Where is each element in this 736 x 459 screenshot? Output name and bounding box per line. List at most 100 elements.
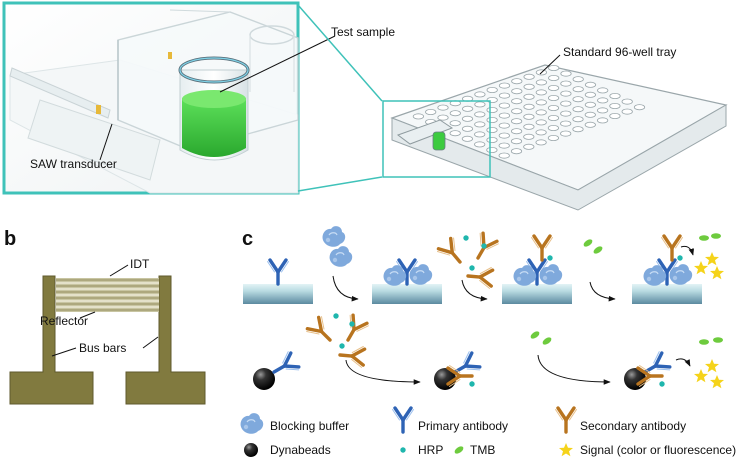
tray-well	[511, 88, 523, 95]
tray-well	[461, 135, 473, 142]
tray-well	[474, 111, 486, 118]
tray-well	[609, 113, 621, 120]
tray-well	[547, 125, 560, 132]
tray-well	[572, 126, 584, 133]
tray-well	[535, 99, 547, 106]
tray-well	[560, 90, 572, 97]
tray-well	[510, 148, 523, 155]
tray-well	[523, 123, 535, 130]
legend-blocking-buffer-label: Blocking buffer	[270, 419, 349, 433]
blocking-buffer-bound-2	[408, 263, 433, 286]
panel-b-letter: b	[4, 228, 16, 250]
tray-well	[474, 91, 486, 98]
tray-well	[535, 109, 547, 116]
zoom-inset	[2, 1, 336, 195]
substrate-4	[632, 284, 702, 304]
tray-well	[548, 75, 560, 82]
tray-well	[560, 100, 572, 107]
tray-well	[596, 107, 609, 114]
tray-well	[498, 112, 510, 119]
tray-well	[486, 136, 498, 143]
tray-well	[560, 130, 572, 137]
tray-well	[547, 134, 560, 141]
arrow-step2	[461, 279, 488, 302]
well-grid	[412, 65, 646, 159]
tray-well	[523, 143, 535, 150]
row2-dynabead-assay	[253, 312, 724, 390]
dynabead-2	[434, 368, 456, 390]
tray-well	[498, 82, 511, 89]
tray-well	[461, 105, 474, 112]
tray-well	[584, 91, 597, 98]
signal-star-2	[710, 266, 724, 280]
tray-well	[510, 118, 523, 125]
tray-well	[596, 117, 609, 124]
tray-well	[535, 139, 547, 146]
arrow-step1	[332, 275, 359, 302]
tmb-free-2	[592, 244, 604, 256]
idt-label: IDT	[130, 257, 150, 271]
signal-star-3	[705, 252, 719, 266]
tray-well	[547, 115, 560, 122]
tray-well	[523, 133, 535, 140]
tray-well	[437, 114, 449, 121]
legend-secondary-antibody-icon	[553, 406, 579, 434]
tray-well	[498, 102, 510, 109]
tray-well	[572, 116, 584, 123]
dynabead-1	[253, 368, 275, 390]
tray-well	[560, 80, 572, 87]
tray-well	[523, 113, 535, 120]
signal-star-1	[694, 261, 708, 275]
tray-well	[572, 86, 584, 93]
panel-c-letter: c	[242, 228, 253, 250]
tray-well	[412, 113, 424, 120]
arrow-step3	[589, 281, 616, 302]
legend-primary-antibody-icon	[390, 406, 416, 434]
tray-well	[560, 110, 572, 117]
tray-well	[498, 92, 511, 99]
legend-dynabeads-label: Dynabeads	[270, 443, 331, 457]
legend-dynabeads-icon	[244, 443, 258, 457]
bus-bars-label: Bus bars	[79, 341, 126, 355]
tray-well	[486, 97, 498, 104]
panel-c: c	[239, 225, 736, 457]
tray-well	[498, 152, 510, 159]
tray-well	[498, 142, 510, 149]
tray-well	[560, 70, 572, 77]
panel-b: b IDT Reflector Bus bars	[4, 228, 206, 405]
test-sample-label: Test sample	[331, 25, 395, 39]
tray-well	[461, 115, 474, 122]
legend-hrp-label: HRP	[418, 443, 443, 457]
tray-well	[510, 138, 523, 145]
legend	[239, 406, 579, 457]
tray-well	[498, 122, 510, 129]
tray-well	[547, 85, 560, 92]
zoom-region-box	[382, 100, 491, 178]
tray-well	[486, 107, 498, 114]
tray-well	[474, 131, 486, 138]
tray-well	[572, 96, 584, 103]
arrow-row2-step2	[537, 354, 611, 385]
tray-well	[510, 128, 523, 135]
tray-well	[535, 79, 548, 86]
secondary-antibody-free-group	[434, 230, 501, 291]
tray-well	[584, 81, 597, 88]
saw-transducer-label: SAW transducer	[30, 157, 117, 171]
well-tray-label: Standard 96-well tray	[563, 45, 676, 59]
secondary-antibody-free-group-2	[303, 312, 371, 370]
blocking-buffer-free-1	[321, 225, 346, 248]
legend-tmb-label: TMB	[470, 443, 495, 457]
legend-hrp-icon	[400, 447, 406, 453]
substrate-3	[502, 284, 572, 304]
blocking-buffer-free-2	[328, 245, 353, 268]
tray-well	[461, 125, 474, 132]
tray-well	[535, 119, 547, 126]
tray-well	[486, 87, 498, 94]
tray-well	[597, 97, 609, 104]
legend-tmb-icon	[453, 444, 465, 456]
tray-well	[584, 101, 597, 108]
tray-well	[535, 89, 547, 96]
tray-well	[547, 95, 560, 102]
bus-bars	[9, 275, 206, 405]
